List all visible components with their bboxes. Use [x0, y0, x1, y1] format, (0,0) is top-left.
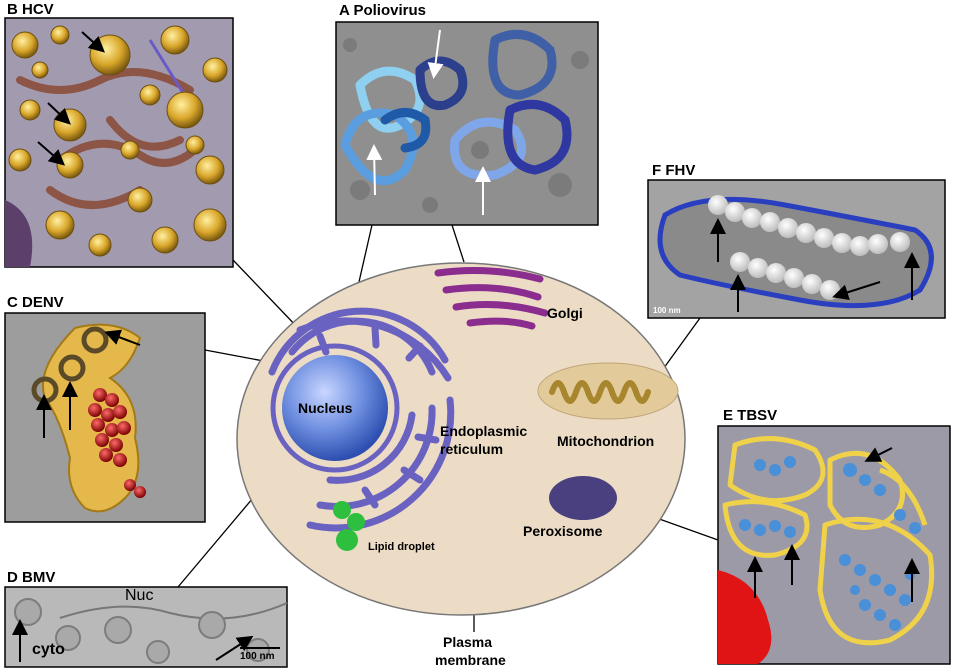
plasma-membrane-label-line1: Plasma: [443, 634, 493, 650]
peroxisome-label: Peroxisome: [523, 523, 603, 539]
panel-hcv-image: [4, 17, 234, 268]
plasma-membrane-label-line2: membrane: [435, 652, 506, 668]
lipid-droplets: [333, 501, 365, 551]
peroxisome: [549, 476, 617, 520]
panel-denv-image: [4, 312, 206, 523]
panel-a-title: A Poliovirus: [339, 2, 426, 19]
er-label-line1: Endoplasmic: [440, 423, 528, 439]
panel-fhv-image: [647, 179, 946, 319]
nucleus-envelope: [270, 343, 400, 473]
panel-tbsv-image: [717, 425, 951, 665]
panel-e-title: E TBSV: [723, 407, 778, 424]
panel-poliovirus-image: [335, 21, 599, 226]
bmv-scale-label: 100 nm: [240, 651, 275, 662]
panel-f-title: F FHV: [652, 162, 696, 179]
lipid-droplet-label: Lipid droplet: [368, 541, 435, 553]
panel-d-title: D BMV: [7, 569, 56, 586]
bmv-nuc-label: Nuc: [125, 587, 154, 604]
er-label-line2: reticulum: [440, 441, 504, 457]
golgi: [434, 267, 549, 330]
panel-bmv-image: [4, 586, 288, 668]
mitochondrion-label: Mitochondrion: [557, 433, 655, 449]
golgi-label: Golgi: [547, 305, 583, 321]
cell-diagram: [236, 262, 686, 616]
mitochondrion-cristae: [549, 380, 651, 404]
fhv-scale-label: 100 nm: [653, 306, 681, 315]
mitochondrion: [537, 362, 679, 420]
panel-c-title: C DENV: [7, 294, 64, 311]
nucleus: [282, 355, 388, 461]
nucleus-label: Nucleus: [298, 400, 353, 416]
bmv-cyto-label: cyto: [32, 641, 65, 658]
panel-b-title: B HCV: [7, 1, 54, 18]
endoplasmic-reticulum: [268, 307, 455, 532]
